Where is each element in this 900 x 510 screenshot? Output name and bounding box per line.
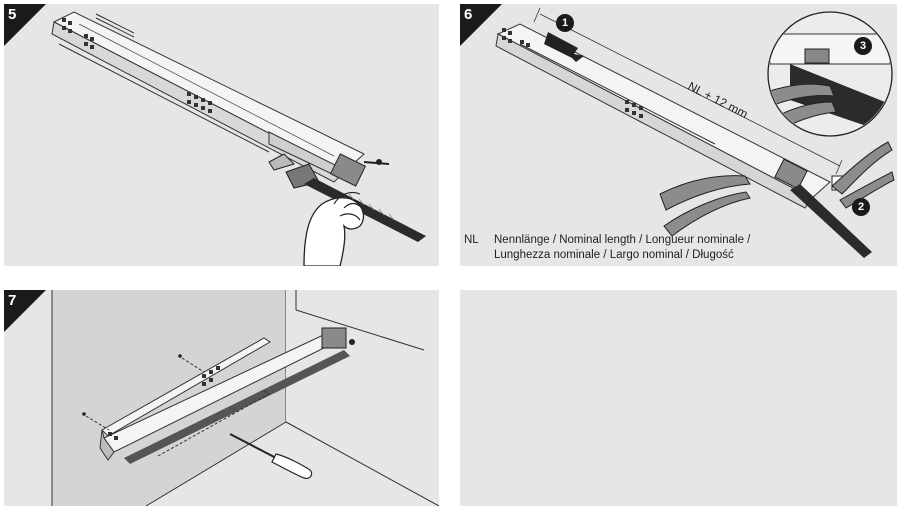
callout-2: 2 xyxy=(852,198,870,216)
callout-3: 3 xyxy=(854,37,872,55)
legend-line-2: Lunghezza nominale / Largo nominal / Dłu… xyxy=(494,249,734,261)
legend-abbr: NL xyxy=(464,234,479,246)
step-7-badge: 7 xyxy=(4,290,46,332)
step-6-panel: 6 xyxy=(460,4,897,266)
step-7-panel: 7 xyxy=(4,290,439,506)
drawer-runner-illustration xyxy=(51,11,426,266)
empty-panel xyxy=(460,290,897,506)
screwdriver-icon xyxy=(229,433,313,479)
arrow-icon xyxy=(544,32,584,62)
step-5-panel: 5 xyxy=(4,4,439,266)
cabinet-mounting-illustration xyxy=(51,290,439,506)
step-5-number: 5 xyxy=(8,6,17,23)
step-5-badge: 5 xyxy=(4,4,46,46)
legend-line-1: Nennlänge / Nominal length / Longueur no… xyxy=(494,234,751,246)
hand-icon xyxy=(303,191,365,266)
callout-1: 1 xyxy=(556,14,574,32)
step-7-number: 7 xyxy=(8,292,17,309)
pliers-icon xyxy=(659,141,895,237)
cutting-rack-illustration xyxy=(495,7,895,258)
step-6-badge: 6 xyxy=(460,4,502,46)
step-6-number: 6 xyxy=(464,6,473,23)
